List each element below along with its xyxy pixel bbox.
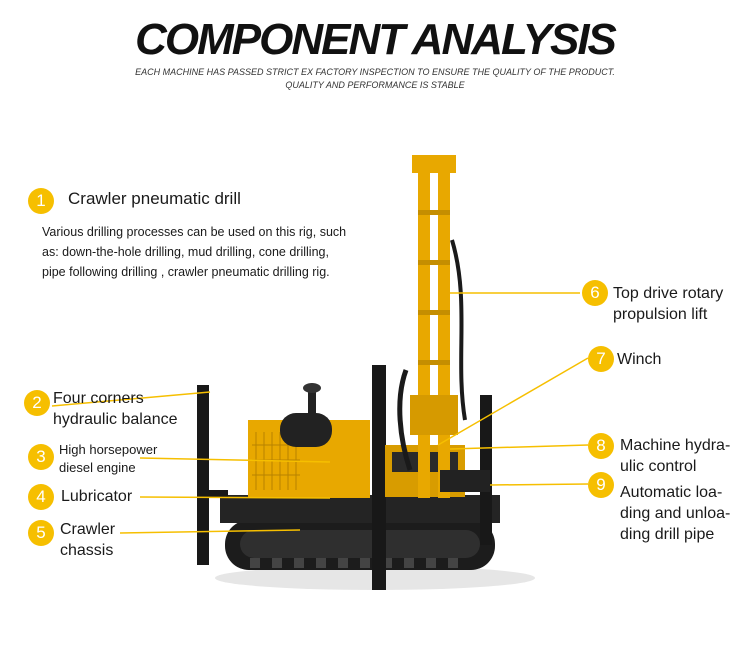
component-8-label: Machine hydra- ulic control [620,435,730,477]
component-1-description: Various drilling processes can be used o… [42,222,362,282]
component-4-label-line-1: Lubricator [61,488,133,505]
component-2-label: Four corners hydraulic balance [53,388,178,430]
component-1-number-badge: 1 [28,188,54,214]
component-9-label-line-2: ding and unloa- [620,505,731,522]
leader-3 [139,457,331,463]
chassis-frame [220,495,500,523]
mast-left-rail [418,168,430,498]
component-3-label-line-2: diesel engine [59,460,136,475]
hydraulic-hose [450,239,467,421]
crawler-track-inner [240,530,480,558]
component-5-number-badge: 5 [28,520,54,546]
component-5-label: Crawler chassis [60,519,115,561]
component-9-label-line-1: Automatic loa- [620,484,723,501]
component-2-number-badge: 2 [24,390,50,416]
component-6-label-line-2: propulsion lift [613,306,708,323]
component-7-label-line-1: Winch [617,351,662,368]
component-4-number-badge: 4 [28,484,54,510]
component-7-number-badge: 7 [588,346,614,372]
leader-5 [119,529,301,534]
leader-lines [51,292,589,534]
leader-4 [139,496,331,499]
description-line-3: pipe following drilling , crawler pneuma… [42,265,330,279]
component-8-number-badge: 8 [588,433,614,459]
tank [280,413,332,447]
description-line-1: Various drilling processes can be used o… [42,225,347,239]
leader-2 [51,391,211,407]
exhaust-pipe [308,388,316,414]
component-7-label: Winch [617,349,661,370]
subtitle-line-2: QUALITY AND PERFORMANCE IS STABLE [285,80,465,90]
subtitle-line-1: EACH MACHINE HAS PASSED STRICT EX FACTOR… [135,67,615,77]
component-3-label: High horsepower diesel engine [59,441,157,477]
component-3-label-line-1: High horsepower [59,442,158,457]
leader-8 [449,444,589,450]
track-shoes [250,558,458,568]
component-6-label: Top drive rotary propulsion lift [613,283,723,325]
mast-top [412,155,456,173]
component-3-number-badge: 3 [28,444,54,470]
description-line-2: as: down-the-hole drilling, mud drilling… [42,245,329,259]
mast-right-rail [438,168,450,498]
component-2-label-line-1: Four corners [53,390,144,407]
component-8-label-line-2: ulic control [620,458,697,475]
leader-9 [489,483,589,486]
component-5-label-line-2: chassis [60,542,114,559]
rotary-head [410,395,458,435]
page-subtitle: EACH MACHINE HAS PASSED STRICT EX FACTOR… [0,66,750,92]
component-6-number-badge: 6 [582,280,608,306]
component-8-label-line-1: Machine hydra- [620,437,731,454]
component-6-label-line-1: Top drive rotary [613,285,724,302]
component-9-number-badge: 9 [588,472,614,498]
outrigger-front-right [372,365,386,590]
component-1-name: Crawler pneumatic drill [68,189,241,208]
pipe-holder [440,470,490,492]
outrigger-front-left [197,385,209,565]
hydraulic-hose-2 [397,369,413,471]
component-2-label-line-2: hydraulic balance [53,411,178,428]
component-9-label: Automatic loa- ding and unloa- ding dril… [620,482,730,545]
component-4-label: Lubricator [61,486,132,507]
page-title: COMPONENT ANALYSIS [135,15,617,64]
leader-7 [437,357,589,446]
component-5-label-line-1: Crawler [60,521,116,538]
component-9-label-line-3: ding drill pipe [620,526,715,543]
